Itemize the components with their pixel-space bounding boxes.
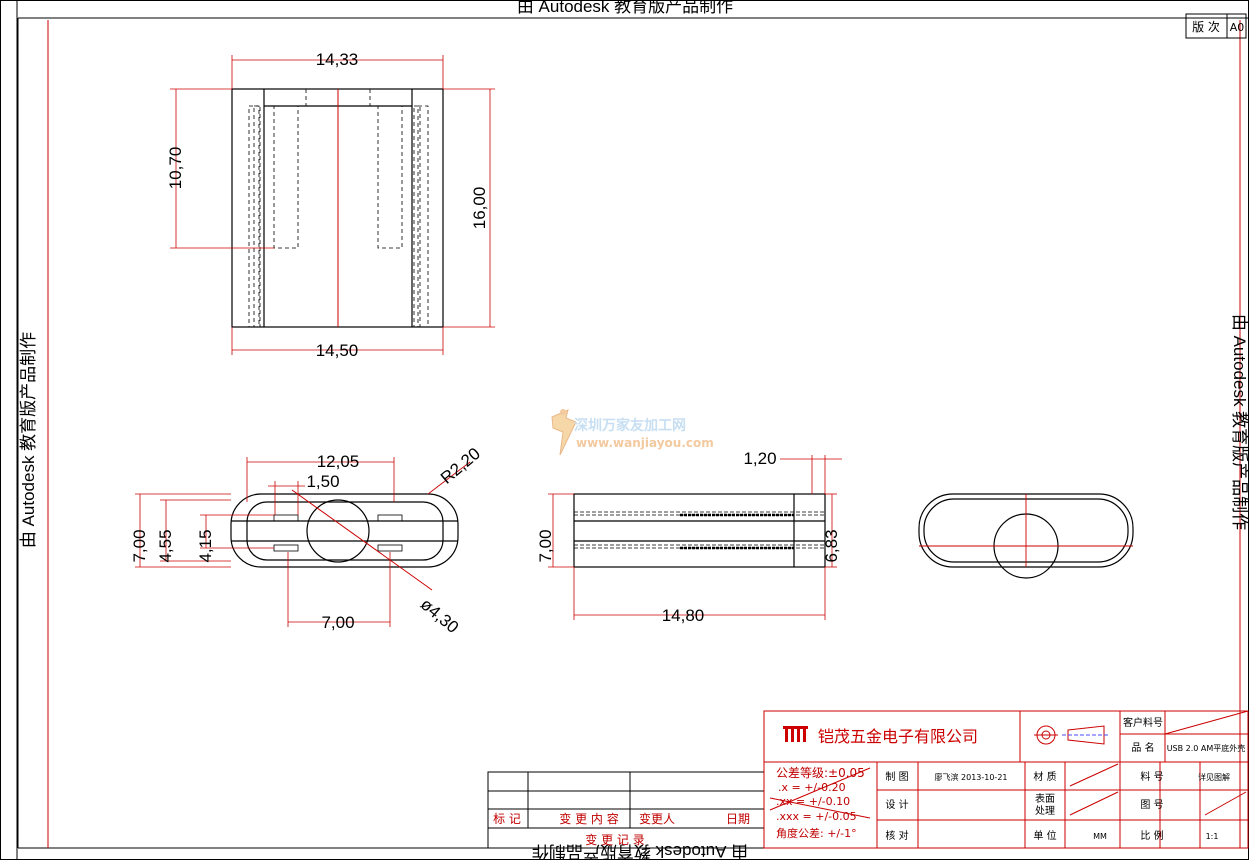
- watermark-left: 由 Autodesk 教育版产品制作: [19, 332, 38, 548]
- change-record: [487, 771, 765, 849]
- unit-label: 单 位: [1033, 829, 1056, 842]
- site-logo: 深圳万家友加工网 www.wanjiayou.com: [551, 409, 714, 456]
- dim-end-hole: ø4,30: [417, 595, 463, 638]
- dim-end-height-total: 7,00: [130, 529, 149, 562]
- product-name-label: 品 名: [1131, 741, 1154, 754]
- draw-label: 制 图: [885, 770, 908, 783]
- tolerance-title: 公差等级:±0.05: [776, 766, 865, 780]
- watermark-top: 由 Autodesk 教育版产品制作: [517, 0, 733, 16]
- scale-label: 比 例: [1140, 829, 1163, 842]
- title-block: [763, 710, 1249, 849]
- end-view-right-centerlines: [919, 494, 1133, 567]
- dim-side-height-right: 6,83: [822, 529, 841, 562]
- dim-end-radius: R2,20: [437, 444, 484, 488]
- dim-end-spacing: 7,00: [321, 613, 354, 632]
- company-logo-icon: [783, 726, 808, 742]
- surface-label-1: 表面: [1035, 792, 1055, 805]
- dim-top-height-total: 16,00: [470, 187, 489, 230]
- revision-value: A0: [1230, 21, 1245, 34]
- dim-end-height-mid: 4,55: [156, 529, 175, 562]
- dim-end-width: 12,05: [317, 452, 360, 471]
- draw-value: 廖飞滨 2013-10-21: [934, 772, 1007, 782]
- tolerance-angle: 角度公差: +/-1°: [776, 826, 857, 840]
- change-date-label: 日期: [726, 812, 750, 826]
- change-mark-label: 标 记: [493, 812, 521, 826]
- dim-top-height-inner: 10,70: [166, 147, 185, 190]
- revision-label: 版 次: [1192, 20, 1220, 34]
- dim-top-width-lower: 14,50: [316, 341, 359, 360]
- change-person-label: 变更人: [639, 811, 675, 826]
- customer-part-label: 客户料号: [1123, 716, 1163, 729]
- part-number-value: 详见图解: [1198, 772, 1230, 782]
- lightning-icon: [551, 409, 577, 456]
- tolerance-xx: .xx = +/-0.10: [776, 795, 850, 808]
- check-label: 核 对: [885, 829, 908, 842]
- dim-side-wall: 1,20: [743, 449, 776, 468]
- site-logo-url: www.wanjiayou.com: [576, 436, 714, 450]
- watermark-right: 由 Autodesk 教育版产品制作: [1230, 314, 1249, 530]
- surface-label-2: 处理: [1035, 805, 1055, 817]
- change-record-title: 变 更 记 录: [585, 832, 644, 847]
- end-view-dims: [135, 457, 471, 627]
- projection-symbol-icon: [1034, 725, 1110, 745]
- site-logo-name: 深圳万家友加工网: [574, 417, 686, 434]
- product-name-value: USB 2.0 AM平底外壳: [1167, 743, 1246, 753]
- unit-value: MM: [1093, 832, 1107, 841]
- change-content-label: 变 更 内 容: [559, 811, 618, 826]
- design-label: 设 计: [885, 798, 908, 811]
- dim-side-length: 14,80: [662, 606, 705, 625]
- sheet-border-red: [47, 20, 1241, 848]
- dim-top-width-upper: 14,33: [316, 50, 359, 69]
- dim-end-height-inner: 4,15: [196, 529, 215, 562]
- company-name: 铠茂五金电子有限公司: [818, 727, 978, 746]
- side-view-dims: [548, 455, 842, 620]
- tolerance-xxx: .xxx = +/-0.05: [776, 810, 857, 823]
- dim-side-height: 7,00: [536, 529, 555, 562]
- top-view: [231, 88, 444, 328]
- dim-end-slot: 1,50: [306, 472, 339, 491]
- material-label: 材 质: [1033, 770, 1056, 783]
- top-view-dims: [170, 55, 495, 355]
- tolerance-x: .x = +/-0.20: [778, 781, 846, 794]
- drawing-number-label: 图 号: [1140, 799, 1163, 811]
- revision-box: 版 次 A0: [1185, 13, 1247, 39]
- watermark-bottom: 由 Autodesk 教育版产品制作: [532, 842, 748, 860]
- part-number-label: 料 号: [1140, 770, 1163, 783]
- scale-value: 1:1: [1206, 832, 1219, 841]
- end-view: [230, 493, 459, 568]
- side-view: [573, 493, 826, 568]
